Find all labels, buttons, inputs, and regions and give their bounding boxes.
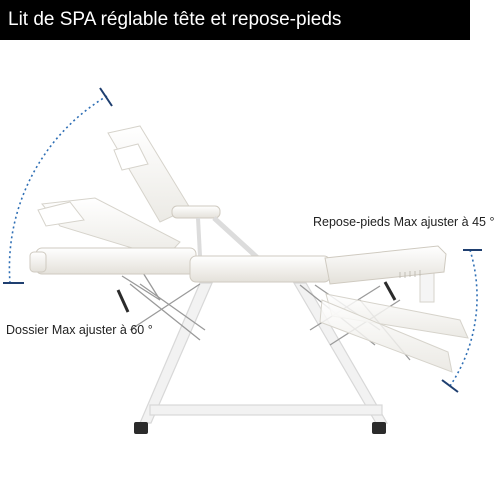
- page-title: Lit de SPA réglable tête et repose-pieds: [8, 9, 342, 30]
- footrest-adjust-label: Repose-pieds Max ajuster à 45 °: [313, 215, 495, 229]
- backrest-raised-position: [107, 125, 191, 223]
- title-banner: Lit de SPA réglable tête et repose-pieds: [0, 0, 470, 40]
- footrest-lowered-positions: [319, 269, 469, 373]
- backrest-flat-position: [29, 247, 197, 275]
- seat-cushion: [189, 255, 331, 283]
- backrest-angle-arc: [3, 87, 113, 284]
- footrest-cushion: [324, 245, 447, 285]
- backrest-adjust-label: Dossier Max ajuster à 60 °: [6, 323, 153, 337]
- footrest-angle-arc: [441, 249, 482, 393]
- armrest: [171, 205, 262, 262]
- bed-feet: [134, 422, 386, 434]
- base-frame: [139, 282, 389, 424]
- backrest-scissor-lift: [116, 267, 206, 341]
